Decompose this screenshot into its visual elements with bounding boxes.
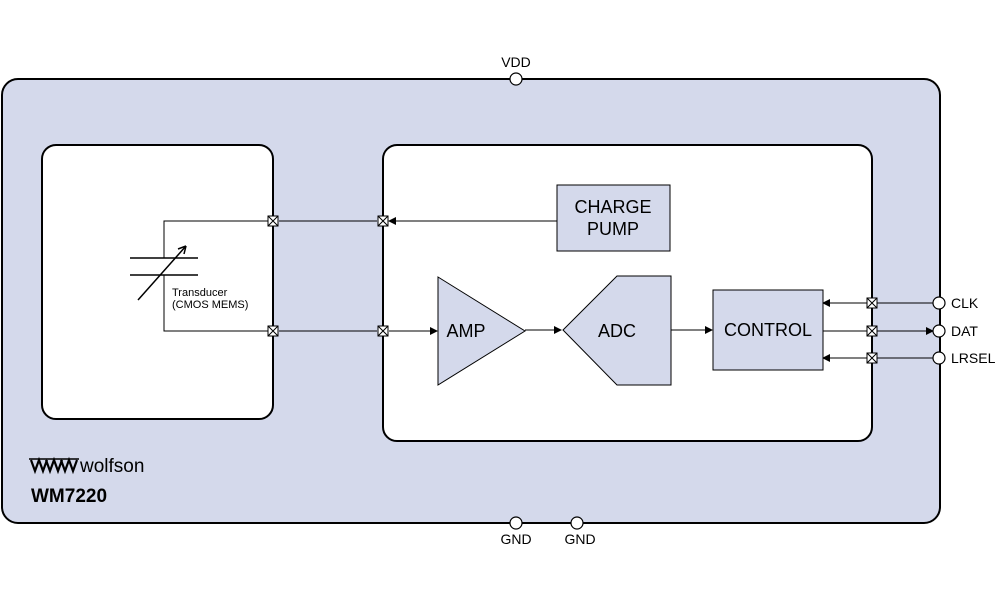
- gnd-label-1: GND: [500, 531, 531, 547]
- part-number: WM7220: [31, 486, 107, 507]
- clk-pin: [932, 296, 946, 310]
- charge-pump-label-line1: CHARGE: [574, 197, 651, 217]
- dat-pin: [932, 324, 946, 338]
- vdd-pin: [509, 72, 523, 86]
- wolfson-logo-mark-icon: [29, 456, 79, 475]
- wolfson-logo: wolfson: [29, 456, 144, 477]
- dat-label: DAT: [951, 323, 978, 339]
- transducer-die: [41, 144, 274, 420]
- charge-pump-block: [556, 184, 671, 252]
- bond-pad-icon: [377, 325, 389, 337]
- transducer-label-line2: (CMOS MEMS): [172, 299, 248, 311]
- bond-pad-icon: [866, 325, 878, 337]
- gnd-label-2: GND: [564, 531, 595, 547]
- control-block: [712, 289, 824, 371]
- bond-pads: [267, 215, 878, 364]
- control-label: CONTROL: [724, 320, 812, 340]
- wolfson-logo-text: wolfson: [79, 456, 144, 477]
- bond-pad-icon: [377, 215, 389, 227]
- amp-label: AMP: [446, 321, 485, 341]
- charge-pump-label-line2: PUMP: [587, 219, 639, 239]
- transducer-label-line1: Transducer: [172, 287, 228, 299]
- adc-label: ADC: [598, 321, 636, 341]
- bond-pad-icon: [866, 352, 878, 364]
- gnd-pin-1: [509, 516, 523, 530]
- amp-block: [437, 276, 526, 386]
- lrsel-label: LRSEL: [951, 350, 996, 366]
- bond-pad-icon: [267, 325, 279, 337]
- gnd-pin-2: [570, 516, 584, 530]
- adc-block: [562, 275, 672, 386]
- bond-pad-icon: [267, 215, 279, 227]
- transducer-wiring: [163, 220, 273, 332]
- clk-label: CLK: [951, 295, 979, 311]
- vdd-label: VDD: [501, 54, 531, 70]
- bond-pad-icon: [866, 297, 878, 309]
- variable-capacitor-icon: [130, 245, 198, 301]
- lrsel-pin: [932, 351, 946, 365]
- inter-die-wires: [279, 220, 377, 332]
